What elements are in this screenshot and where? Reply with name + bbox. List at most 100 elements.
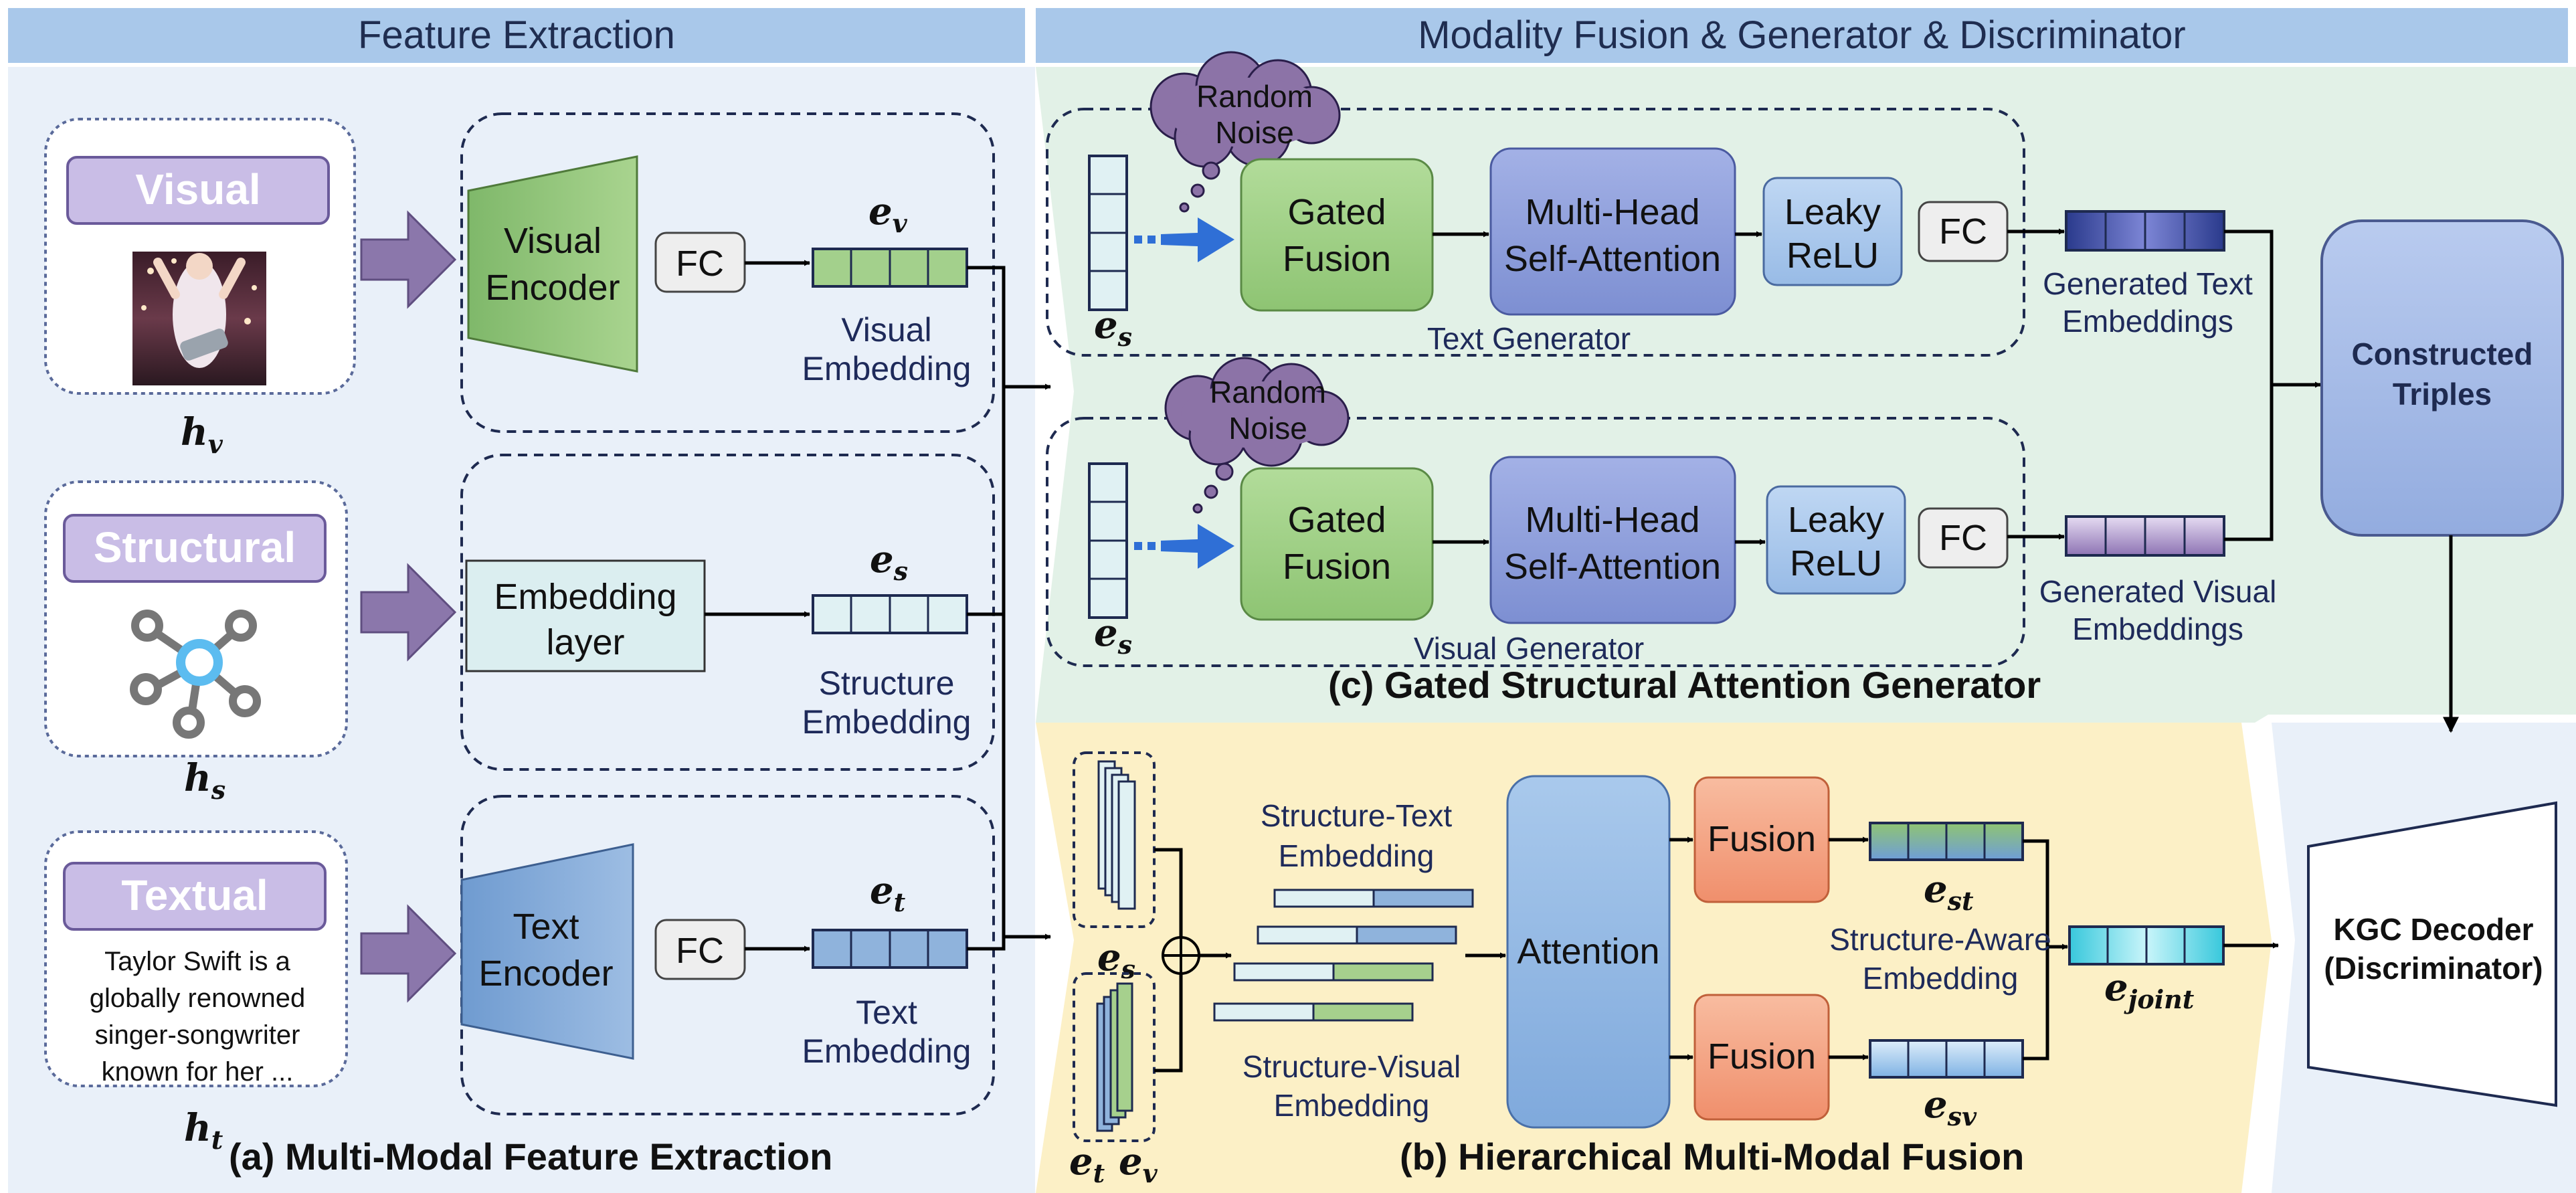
left-header-bar — [8, 8, 1025, 63]
structure-extractor-group — [460, 454, 995, 771]
visual-gen-leaky-label-1: Leaky — [1788, 500, 1884, 540]
text-generator-label: Text Generator — [1427, 321, 1631, 356]
h-t-symbol: ht — [184, 1106, 223, 1155]
text-gen-mhsa-label-2: Self-Attention — [1504, 239, 1721, 279]
visual-gen-mhsa-label-2: Self-Attention — [1504, 547, 1721, 587]
right-header-bar — [1036, 8, 2568, 63]
visual-gen-gated-fusion — [1240, 467, 1434, 621]
left-header-text: Feature Extraction — [358, 13, 675, 57]
structure-visual-label-2: Embedding — [1274, 1088, 1430, 1123]
attention-label: Attention — [1517, 931, 1659, 972]
text-encoder-label-2: Encoder — [478, 953, 613, 994]
attention-block — [1506, 775, 1671, 1129]
visual-gen-noise-arrow — [1134, 524, 1234, 569]
h-v-symbol: hv — [181, 410, 223, 459]
visual-embedding-label-2: Embedding — [802, 350, 972, 387]
embedding-layer-label-1: Embedding — [494, 577, 676, 617]
visual-gen-mhsa-label-1: Multi-Head — [1525, 500, 1699, 540]
embedding-layer-label-2: layer — [546, 622, 624, 662]
textual-modality-text: Textual — [121, 871, 268, 919]
generated-text-label-2: Embeddings — [2062, 304, 2233, 339]
text-sample-line-1: Taylor Swift is a — [104, 947, 291, 976]
text-embedding-label-2: Embedding — [802, 1032, 972, 1070]
text-gen-noise-cloud — [1149, 51, 1341, 213]
generated-text-label-1: Generated Text — [2043, 266, 2253, 301]
e-sv-vector — [1869, 1039, 2024, 1079]
visual-gen-fc-label: FC — [1939, 518, 1987, 558]
text-visual-input-group — [1073, 972, 1156, 1142]
text-gen-mhsa-label-1: Multi-Head — [1525, 192, 1699, 232]
structural-modality-label — [63, 514, 327, 583]
textual-modality-label — [63, 862, 327, 931]
e-t-symbol: et — [870, 868, 906, 917]
text-gen-noise-arrow — [1134, 217, 1234, 262]
visual-fc-label: FC — [676, 244, 724, 284]
joint-merge-lines — [2023, 839, 2049, 1061]
text-visual-input-stack — [1096, 982, 1133, 1132]
text-sample-line-2: globally renowned — [90, 984, 305, 1013]
visual-encoder-label-1: Visual — [504, 221, 602, 261]
visual-gen-gated-label-2: Fusion — [1283, 547, 1391, 587]
e-joint-symbol: ejoint — [2104, 966, 2195, 1014]
generated-text-vector — [2065, 210, 2225, 252]
visual-embedding-label-1: Visual — [841, 311, 931, 349]
text-sample-line-4: known for her ... — [102, 1057, 294, 1087]
text-gen-noise-label-1: Random — [1196, 79, 1313, 114]
h-s-symbol: hs — [184, 756, 225, 805]
text-gen-gated-label-1: Gated — [1287, 192, 1386, 232]
e-joint-vector — [2068, 925, 2225, 966]
fusion-top-label: Fusion — [1708, 819, 1816, 859]
visual-generator-group — [1046, 417, 2025, 667]
visual-gen-leaky-label-2: ReLU — [1790, 543, 1882, 583]
structural-modality-text: Structural — [94, 523, 296, 571]
e-s-symbol: es — [870, 537, 908, 586]
caption-c: (c) Gated Structural Attention Generator — [1328, 664, 2041, 706]
extraction-connectors — [967, 266, 1006, 951]
visual-gen-gated-label-1: Gated — [1287, 500, 1386, 540]
visual-embedding-vector — [812, 248, 968, 288]
constructed-triples-label-1: Constructed — [2352, 337, 2533, 371]
structure-input-group — [1073, 751, 1156, 928]
kgc-decoder-label-2: (Discriminator) — [2324, 951, 2543, 986]
text-gen-leaky-relu — [1762, 177, 1903, 286]
structure-aware-label-1: Structure-Aware — [1829, 922, 2051, 957]
visual-sample-image — [132, 252, 266, 385]
structural-input-arrow — [360, 563, 457, 662]
visual-gen-e-s: es — [1094, 611, 1132, 660]
fusion-e-t: et — [1069, 1139, 1105, 1188]
text-encoder-label-1: Text — [513, 907, 579, 947]
text-gen-leaky-label-1: Leaky — [1784, 192, 1881, 232]
text-gen-e-s: es — [1094, 303, 1132, 352]
visual-input-arrow — [360, 210, 457, 309]
structure-aware-label-2: Embedding — [1863, 961, 2019, 996]
caption-a: (a) Multi-Modal Feature Extraction — [229, 1135, 832, 1178]
fusion-bottom-label: Fusion — [1708, 1036, 1816, 1077]
concat-connectors — [1154, 848, 1183, 1073]
text-embedding-vector — [812, 929, 968, 969]
visual-encoder-label-2: Encoder — [485, 268, 620, 308]
graph-icon — [130, 610, 261, 739]
visual-gen-noise-label-2: Noise — [1228, 411, 1307, 446]
textual-input-arrow — [360, 904, 457, 1003]
right-header-text: Modality Fusion & Generator & Discrimina… — [1418, 13, 2186, 57]
text-gen-mhsa — [1489, 147, 1736, 316]
visual-modality-text: Visual — [135, 165, 260, 213]
text-encoder — [460, 843, 634, 1060]
visual-gen-leaky-relu — [1766, 485, 1906, 595]
visual-gen-noise-cloud — [1164, 357, 1350, 514]
visual-gen-structure-column — [1088, 462, 1128, 619]
structure-visual-label-1: Structure-Visual — [1243, 1049, 1461, 1084]
structure-embedding-label-1: Structure — [819, 664, 955, 702]
visual-modality-label — [66, 156, 330, 225]
generated-visual-vector — [2065, 515, 2225, 557]
constructed-triples-label-2: Triples — [2393, 377, 2492, 411]
concat-symbol — [1162, 936, 1200, 975]
fusion-e-v: ev — [1119, 1139, 1158, 1188]
visual-generator-label: Visual Generator — [1414, 631, 1644, 666]
structure-input-stack — [1097, 760, 1136, 910]
text-embedding-label-1: Text — [856, 994, 917, 1031]
structure-embedding-vector — [812, 594, 968, 634]
text-gen-structure-column — [1088, 155, 1128, 311]
visual-encoder — [467, 155, 638, 373]
